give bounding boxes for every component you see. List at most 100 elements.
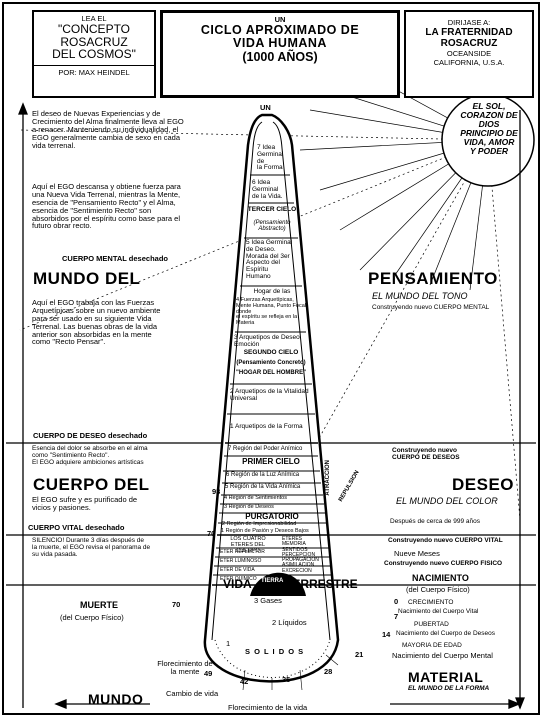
cone-region-1: 1 Arquetipos de la Forma <box>230 423 303 430</box>
light-ether: ETER LUMINOSO <box>220 558 262 564</box>
life-blossom-label: Florecimiento de la vida <box>228 703 308 712</box>
build-mental-body: Construyendo nuevo CUERPO MENTAL <box>372 304 490 311</box>
desire-body-discarded: CUERPO DE DESEO desechado <box>33 431 148 440</box>
header-right-box: DIRIJASE A: LA FRATERNIDAD ROSACRUZ OCEA… <box>404 10 534 98</box>
build-vital-body: Construyendo nuevo CUERPO VITAL <box>388 537 503 544</box>
world-of-color: EL MUNDO DEL COLOR <box>396 496 498 506</box>
birth-label: NACIMIENTO <box>412 573 469 583</box>
page-title: CICLO APROXIMADO DE VIDA HUMANA <box>200 23 360 51</box>
puberty-label: PUBERTAD <box>414 621 449 628</box>
silence-text: SILENCIO! Durante 3 días después de la m… <box>32 537 151 558</box>
ethers-functions: ETERES MEMORIA SENTIDOS PERCEPCION PROPA… <box>282 536 319 574</box>
desire-region-6: 6 Región de la Luz Anímica <box>226 472 300 478</box>
world-of-label-left: MUNDO DEL <box>33 269 141 288</box>
desire-birth-label: Nacimiento del Cuerpo de Deseos <box>396 630 495 637</box>
age-21: 21 <box>355 650 364 659</box>
header-un: UN <box>274 15 286 24</box>
age-70-upper: 70 <box>207 529 216 538</box>
world-label-bottom: MUNDO <box>88 691 144 707</box>
age-0: 0 <box>394 597 399 606</box>
solids-label: S O L I D O S <box>245 647 305 656</box>
death-sublabel: (del Cuerpo Físico) <box>60 613 124 622</box>
cone-region-5: 5 Idea Germinal de Deseo. Morada del 3er… <box>246 239 293 281</box>
ego-works-text: Aquí el EGO trabaja con las Fuerzas Arqu… <box>32 298 161 347</box>
attraction-label: ATRACCION <box>325 460 331 496</box>
desire-region-3: 3 Región de Deseos <box>224 504 274 510</box>
org-name: LA FRATERNIDAD ROSACRUZ <box>425 27 513 49</box>
birth-sublabel: (del Cuerpo Físico) <box>406 585 470 594</box>
header-center-box: UN CICLO APROXIMADO DE VIDA HUMANA (1000… <box>160 10 400 98</box>
ego-rest-text: Aquí el EGO descansa y obtiene fuerza pa… <box>32 182 181 231</box>
solids-number: 1 <box>226 639 231 648</box>
life-label: VIDA <box>223 577 252 591</box>
reflecting-ether: ETER REFLECTOR <box>220 549 265 555</box>
life-change-label: Cambio de vida <box>166 689 219 698</box>
four-ethers-of-body: LOS CUATRO ETERES DEL CUERPO <box>230 536 266 554</box>
cone-region-4: 4 Fuerzas Arquetípicas, Mente Humana, Pu… <box>236 297 307 327</box>
desire-region-4: 4 Región de Sentimientos <box>224 495 287 501</box>
sun-label: EL SOL, CORAZON DE DIOS PRINCIPIO DE VID… <box>460 101 518 156</box>
age-70: 70 <box>172 600 181 609</box>
home-of: Hogar de las <box>253 288 291 295</box>
org-address: OCEANSIDE CALIFORNIA, U.S.A. <box>433 49 505 67</box>
age-93: 93 <box>212 487 221 496</box>
mind-blossom-label: Florecimiento de la mente <box>157 659 213 676</box>
header-dirijase: DIRIJASE A: <box>447 18 491 27</box>
age-42: 42 <box>240 677 249 686</box>
cone-region-3: 3 Arquetipos de Deseo Emoción <box>234 334 300 348</box>
header-lea: LEA EL <box>81 14 107 23</box>
abstract-thought: (Pensamiento Abstracto) <box>253 220 291 233</box>
growth-label: CRECIMIENTO <box>408 599 454 606</box>
ego-suffers-text: El EGO sufre y es purificado de vicios y… <box>32 495 138 512</box>
earth-label: TIERRA <box>261 578 284 584</box>
home-of-man: "HOGAR DEL HOMBRE" <box>236 370 306 376</box>
book-author: POR: MAX HEINDEL <box>34 64 154 77</box>
age-14: 14 <box>382 630 391 639</box>
world-of-tone: EL MUNDO DEL TONO <box>372 291 468 301</box>
cone-region-2: 2 Arquetipos de la Vitalidad Universal <box>230 388 309 402</box>
age-7: 7 <box>394 612 399 621</box>
build-physical-body: Construyendo nuevo CUERPO FISICO <box>384 560 503 567</box>
world-of-form: EL MUNDO DE LA FORMA <box>408 685 490 692</box>
adulthood-label: MAYORIA DE EDAD <box>402 642 462 649</box>
mental-birth-label: Nacimiento del Cuerpo Mental <box>392 651 493 660</box>
ego-return-text: El deseo de Nuevas Experiencias y de Cre… <box>32 109 184 150</box>
material-label: MATERIAL <box>408 669 484 685</box>
death-label: MUERTE <box>80 600 118 610</box>
cone-region-6: 6 Idea Germinal de la Vida. <box>252 179 283 200</box>
life-ether: ETER DE VIDA <box>220 567 255 573</box>
desire-label: DESEO <box>452 475 515 494</box>
second-heaven: SEGUNDO CIELO <box>243 349 299 356</box>
age-35: 35 <box>282 675 291 684</box>
cone-un: UN <box>260 103 271 112</box>
age-28: 28 <box>324 667 333 676</box>
chemical-ether: ETER QUIMICO <box>220 576 257 582</box>
page-subtitle-years: (1000 AÑOS) <box>242 50 318 65</box>
age-49: 49 <box>204 669 213 678</box>
earthly-label: TERRESTRE <box>285 577 358 591</box>
gases-label: 3 Gases <box>254 596 282 605</box>
after-years-text: Después de cerca de 999 años <box>390 518 480 525</box>
vital-body-discarded: CUERPO VITAL desechado <box>28 523 125 532</box>
pain-essence-text: Esencia del dolor se absorbe en el alma … <box>32 445 148 466</box>
purgatory: PURGATORIO <box>245 512 299 521</box>
first-heaven: PRIMER CIELO <box>242 457 300 466</box>
cone-outline <box>203 113 340 683</box>
desire-region-5: 5 Región de la Vida Anímica <box>225 484 301 490</box>
desire-region-7: 7 Región del Poder Anímico <box>228 446 303 452</box>
vital-birth-label: Nacimiento del Cuerpo Vital <box>398 608 479 615</box>
header-left-box: LEA EL "CONCEPTO ROSACRUZ DEL COSMOS" PO… <box>32 10 156 98</box>
build-desire-body: Construyendo nuevo CUERPO DE DESEOS <box>392 447 460 461</box>
book-title: "CONCEPTO ROSACRUZ DEL COSMOS" <box>52 22 136 62</box>
desire-region-1: 1 Región de Pasión y Deseos Bajos <box>221 528 309 534</box>
desire-region-2: 2 Región de Impresionabilidad <box>222 521 297 527</box>
nine-months: Nueve Meses <box>394 549 440 558</box>
mental-body-discarded: CUERPO MENTAL desechado <box>62 254 168 263</box>
earth-arc <box>250 572 306 596</box>
third-heaven: TERCER CIELO <box>247 206 297 213</box>
cone-region-7: 7 Idea Germinal de la Forma <box>257 144 284 172</box>
concrete-thought: (Pensamiento Concreto) <box>236 360 306 366</box>
thought-label: PENSAMIENTO <box>368 269 498 288</box>
